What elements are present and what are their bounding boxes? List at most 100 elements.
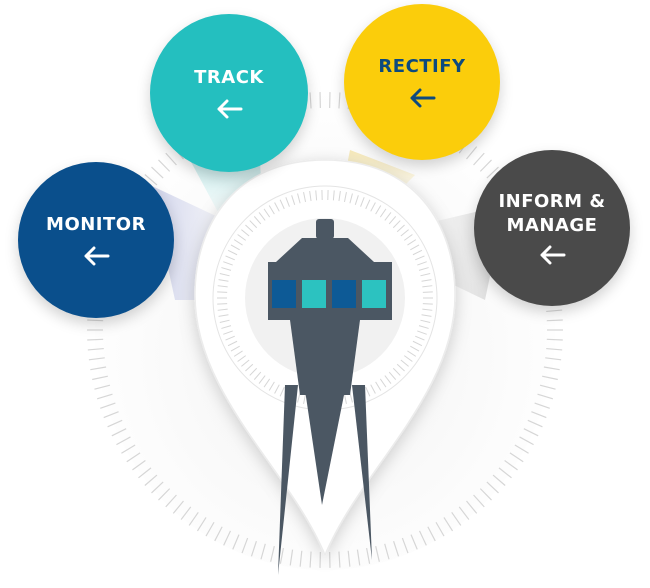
track-node[interactable]: TRACK	[150, 14, 308, 172]
dial-tick	[297, 392, 301, 403]
dial-tick	[401, 537, 409, 554]
dial-tick	[545, 357, 562, 361]
dial-tick	[309, 92, 312, 109]
dial-tick	[543, 366, 560, 371]
dial-tick	[338, 551, 341, 568]
dial-tick	[299, 550, 303, 567]
monitor-node[interactable]: MONITOR	[18, 162, 174, 318]
dial-tick	[241, 359, 250, 367]
dial-tick	[221, 325, 232, 329]
dial-tick	[504, 460, 518, 471]
dial-tick	[349, 193, 353, 204]
dial-tick	[418, 325, 429, 329]
dial-tick	[375, 205, 382, 215]
dial-tick	[422, 285, 433, 288]
dial-tick	[412, 340, 423, 347]
dial-tick	[360, 197, 365, 207]
dial-tick	[492, 474, 506, 486]
dial-tick	[241, 229, 250, 237]
dial-tick	[403, 234, 413, 241]
dial-tick	[260, 543, 266, 560]
dial-tick	[458, 506, 470, 520]
inform-label-line2: MANAGE	[506, 215, 598, 236]
monitor-label: MONITOR	[46, 214, 146, 235]
dial-tick	[407, 350, 417, 357]
dial-tick	[165, 494, 177, 508]
dial-tick	[546, 338, 563, 341]
dial-tick	[370, 384, 376, 394]
dial-tick	[107, 419, 123, 428]
dial-tick	[509, 452, 524, 463]
dial-tick	[403, 355, 413, 362]
dial-tick	[546, 309, 563, 313]
dial-tick	[297, 193, 301, 204]
dial-tick	[258, 375, 266, 384]
dial-tick	[87, 319, 104, 322]
dial-tick	[205, 521, 215, 537]
dial-tick	[253, 216, 262, 225]
dial-tick	[466, 500, 478, 514]
arrow-left-icon	[217, 99, 243, 119]
dial-tick	[279, 199, 285, 210]
dial-tick	[338, 92, 341, 109]
dial-tick	[412, 249, 423, 256]
dial-tick	[349, 392, 353, 403]
dial-tick	[400, 359, 409, 367]
dial-tick	[537, 393, 554, 400]
dial-tick	[227, 340, 238, 347]
dial-tick	[225, 335, 235, 341]
dial-tick	[270, 545, 275, 562]
dial-tick	[158, 488, 171, 501]
dial-tick	[217, 308, 228, 311]
pin-inner-ticks	[217, 190, 433, 406]
arrow-left-icon	[540, 245, 566, 265]
dial-tick	[132, 460, 146, 471]
dial-tick	[309, 551, 312, 568]
dial-tick	[116, 436, 131, 446]
watchtower-icon	[268, 219, 392, 575]
dial-tick	[410, 534, 418, 550]
dial-tick	[180, 506, 192, 520]
dial-tick	[486, 166, 499, 179]
inform-manage-node[interactable]: INFORM & MANAGE	[474, 150, 630, 306]
dial-tick	[258, 212, 266, 221]
dial-tick	[418, 267, 429, 271]
arrow-left-icon	[84, 246, 110, 266]
dial-tick	[230, 345, 240, 352]
dial-tick	[420, 319, 431, 323]
dial-tick	[218, 314, 229, 317]
dial-tick	[347, 550, 351, 567]
dial-tick	[388, 371, 397, 380]
dial-tick	[546, 319, 563, 322]
dial-tick	[111, 428, 127, 437]
dial-tick	[217, 291, 228, 293]
dial-tick	[223, 330, 233, 335]
dial-tick	[151, 481, 164, 494]
dial-tick	[126, 452, 141, 463]
dial-tick	[422, 308, 433, 311]
dial-tick	[417, 330, 427, 335]
dial-tick	[237, 234, 247, 241]
dial-tick	[268, 205, 275, 215]
dial-tick	[151, 166, 164, 179]
dial-tick	[196, 517, 207, 532]
dial-tick	[393, 540, 400, 557]
dial-tick	[410, 244, 420, 251]
dial-tick	[138, 467, 152, 479]
dial-tick	[249, 367, 258, 376]
dial-tick	[388, 216, 397, 225]
dial-tick	[188, 511, 199, 526]
dial-tick	[415, 335, 425, 341]
dial-tick	[237, 355, 247, 362]
dial-tick	[343, 192, 347, 203]
dial-tick	[289, 549, 294, 566]
dial-tick	[165, 152, 177, 166]
dial-tick	[219, 319, 230, 323]
dial-tick	[473, 152, 485, 166]
dial-tick	[523, 428, 539, 437]
dial-tick	[249, 220, 258, 229]
rectify-node[interactable]: RECTIFY	[344, 4, 500, 160]
dial-tick	[366, 547, 371, 564]
dial-tick	[343, 393, 347, 404]
